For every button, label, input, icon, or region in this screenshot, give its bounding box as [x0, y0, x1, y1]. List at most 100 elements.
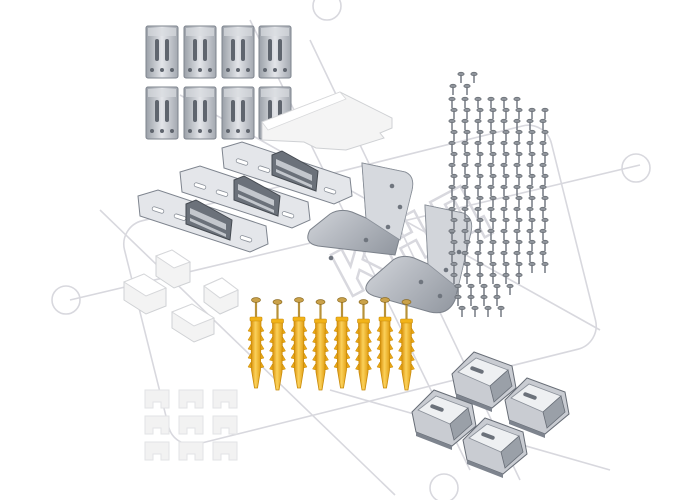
screw — [489, 173, 497, 185]
screw — [513, 206, 521, 218]
screw — [470, 71, 478, 83]
screw — [541, 261, 549, 273]
screw — [448, 118, 456, 130]
screw — [515, 239, 523, 251]
screw — [476, 261, 484, 273]
screw — [515, 151, 523, 163]
screw — [474, 184, 482, 196]
screw — [526, 140, 534, 152]
screw — [448, 140, 456, 152]
screw — [528, 151, 536, 163]
screw — [526, 162, 534, 174]
screw — [489, 107, 497, 119]
corner-guide — [170, 303, 216, 343]
screw — [463, 173, 471, 185]
screw — [461, 206, 469, 218]
z-clip-bracket — [411, 389, 477, 450]
screw — [463, 107, 471, 119]
screw — [500, 228, 508, 240]
screw — [500, 162, 508, 174]
screw — [502, 217, 510, 229]
screw — [528, 129, 536, 141]
plastic-pad — [178, 441, 204, 461]
plastic-pad — [212, 441, 238, 461]
screw — [500, 184, 508, 196]
screw — [463, 261, 471, 273]
screw — [463, 83, 471, 95]
screw — [541, 217, 549, 229]
screw — [497, 305, 505, 317]
screw — [487, 140, 495, 152]
plastic-pad — [144, 415, 170, 435]
dowel-with-screw — [247, 297, 265, 389]
screw — [461, 96, 469, 108]
z-clip-brackets — [411, 351, 570, 478]
mounting-plate — [183, 25, 217, 79]
plastic-pad — [178, 389, 204, 409]
screw — [474, 250, 482, 262]
screw — [487, 162, 495, 174]
screw — [541, 173, 549, 185]
screw — [489, 195, 497, 207]
screw — [450, 217, 458, 229]
screw — [463, 129, 471, 141]
screw — [487, 118, 495, 130]
plastic-profile-strip — [261, 91, 393, 151]
screw — [528, 107, 536, 119]
mounting-plate — [145, 25, 179, 79]
plastic-pad — [178, 415, 204, 435]
screw — [500, 118, 508, 130]
screw — [541, 239, 549, 251]
screw — [476, 272, 484, 284]
screw — [461, 250, 469, 262]
plastic-pads — [144, 389, 238, 461]
screw — [513, 140, 521, 152]
mounting-plate — [183, 86, 217, 140]
screw — [502, 173, 510, 185]
screw — [539, 118, 547, 130]
screw — [450, 272, 458, 284]
screw — [457, 71, 465, 83]
screw — [502, 129, 510, 141]
screw — [489, 239, 497, 251]
screw — [541, 129, 549, 141]
screw — [528, 217, 536, 229]
screw — [526, 118, 534, 130]
dowel-with-screw — [355, 299, 372, 391]
slotted-rail-brackets — [137, 141, 353, 253]
screw — [450, 129, 458, 141]
screw — [539, 140, 547, 152]
screw — [448, 162, 456, 174]
plastic-pad — [212, 415, 238, 435]
l-bracket-left — [307, 162, 414, 261]
screw — [541, 107, 549, 119]
screw — [487, 206, 495, 218]
screw — [476, 151, 484, 163]
screw — [489, 272, 497, 284]
screw — [500, 96, 508, 108]
rail-bracket — [137, 189, 269, 253]
mounting-plate — [221, 86, 255, 140]
dowel-with-screw — [269, 299, 286, 391]
screw — [539, 162, 547, 174]
screw — [461, 228, 469, 240]
screw — [500, 250, 508, 262]
screw — [450, 261, 458, 273]
screw — [539, 250, 547, 262]
screw — [467, 294, 475, 306]
screw — [476, 195, 484, 207]
screw — [448, 184, 456, 196]
dowel-with-screw — [333, 297, 351, 389]
screw — [539, 184, 547, 196]
screw — [474, 140, 482, 152]
z-clip-bracket — [504, 377, 570, 438]
screw — [476, 173, 484, 185]
screw — [513, 162, 521, 174]
corner-guide — [203, 277, 239, 315]
screw — [458, 305, 466, 317]
screw — [487, 184, 495, 196]
screw — [528, 239, 536, 251]
screw — [493, 283, 501, 295]
screw — [487, 96, 495, 108]
